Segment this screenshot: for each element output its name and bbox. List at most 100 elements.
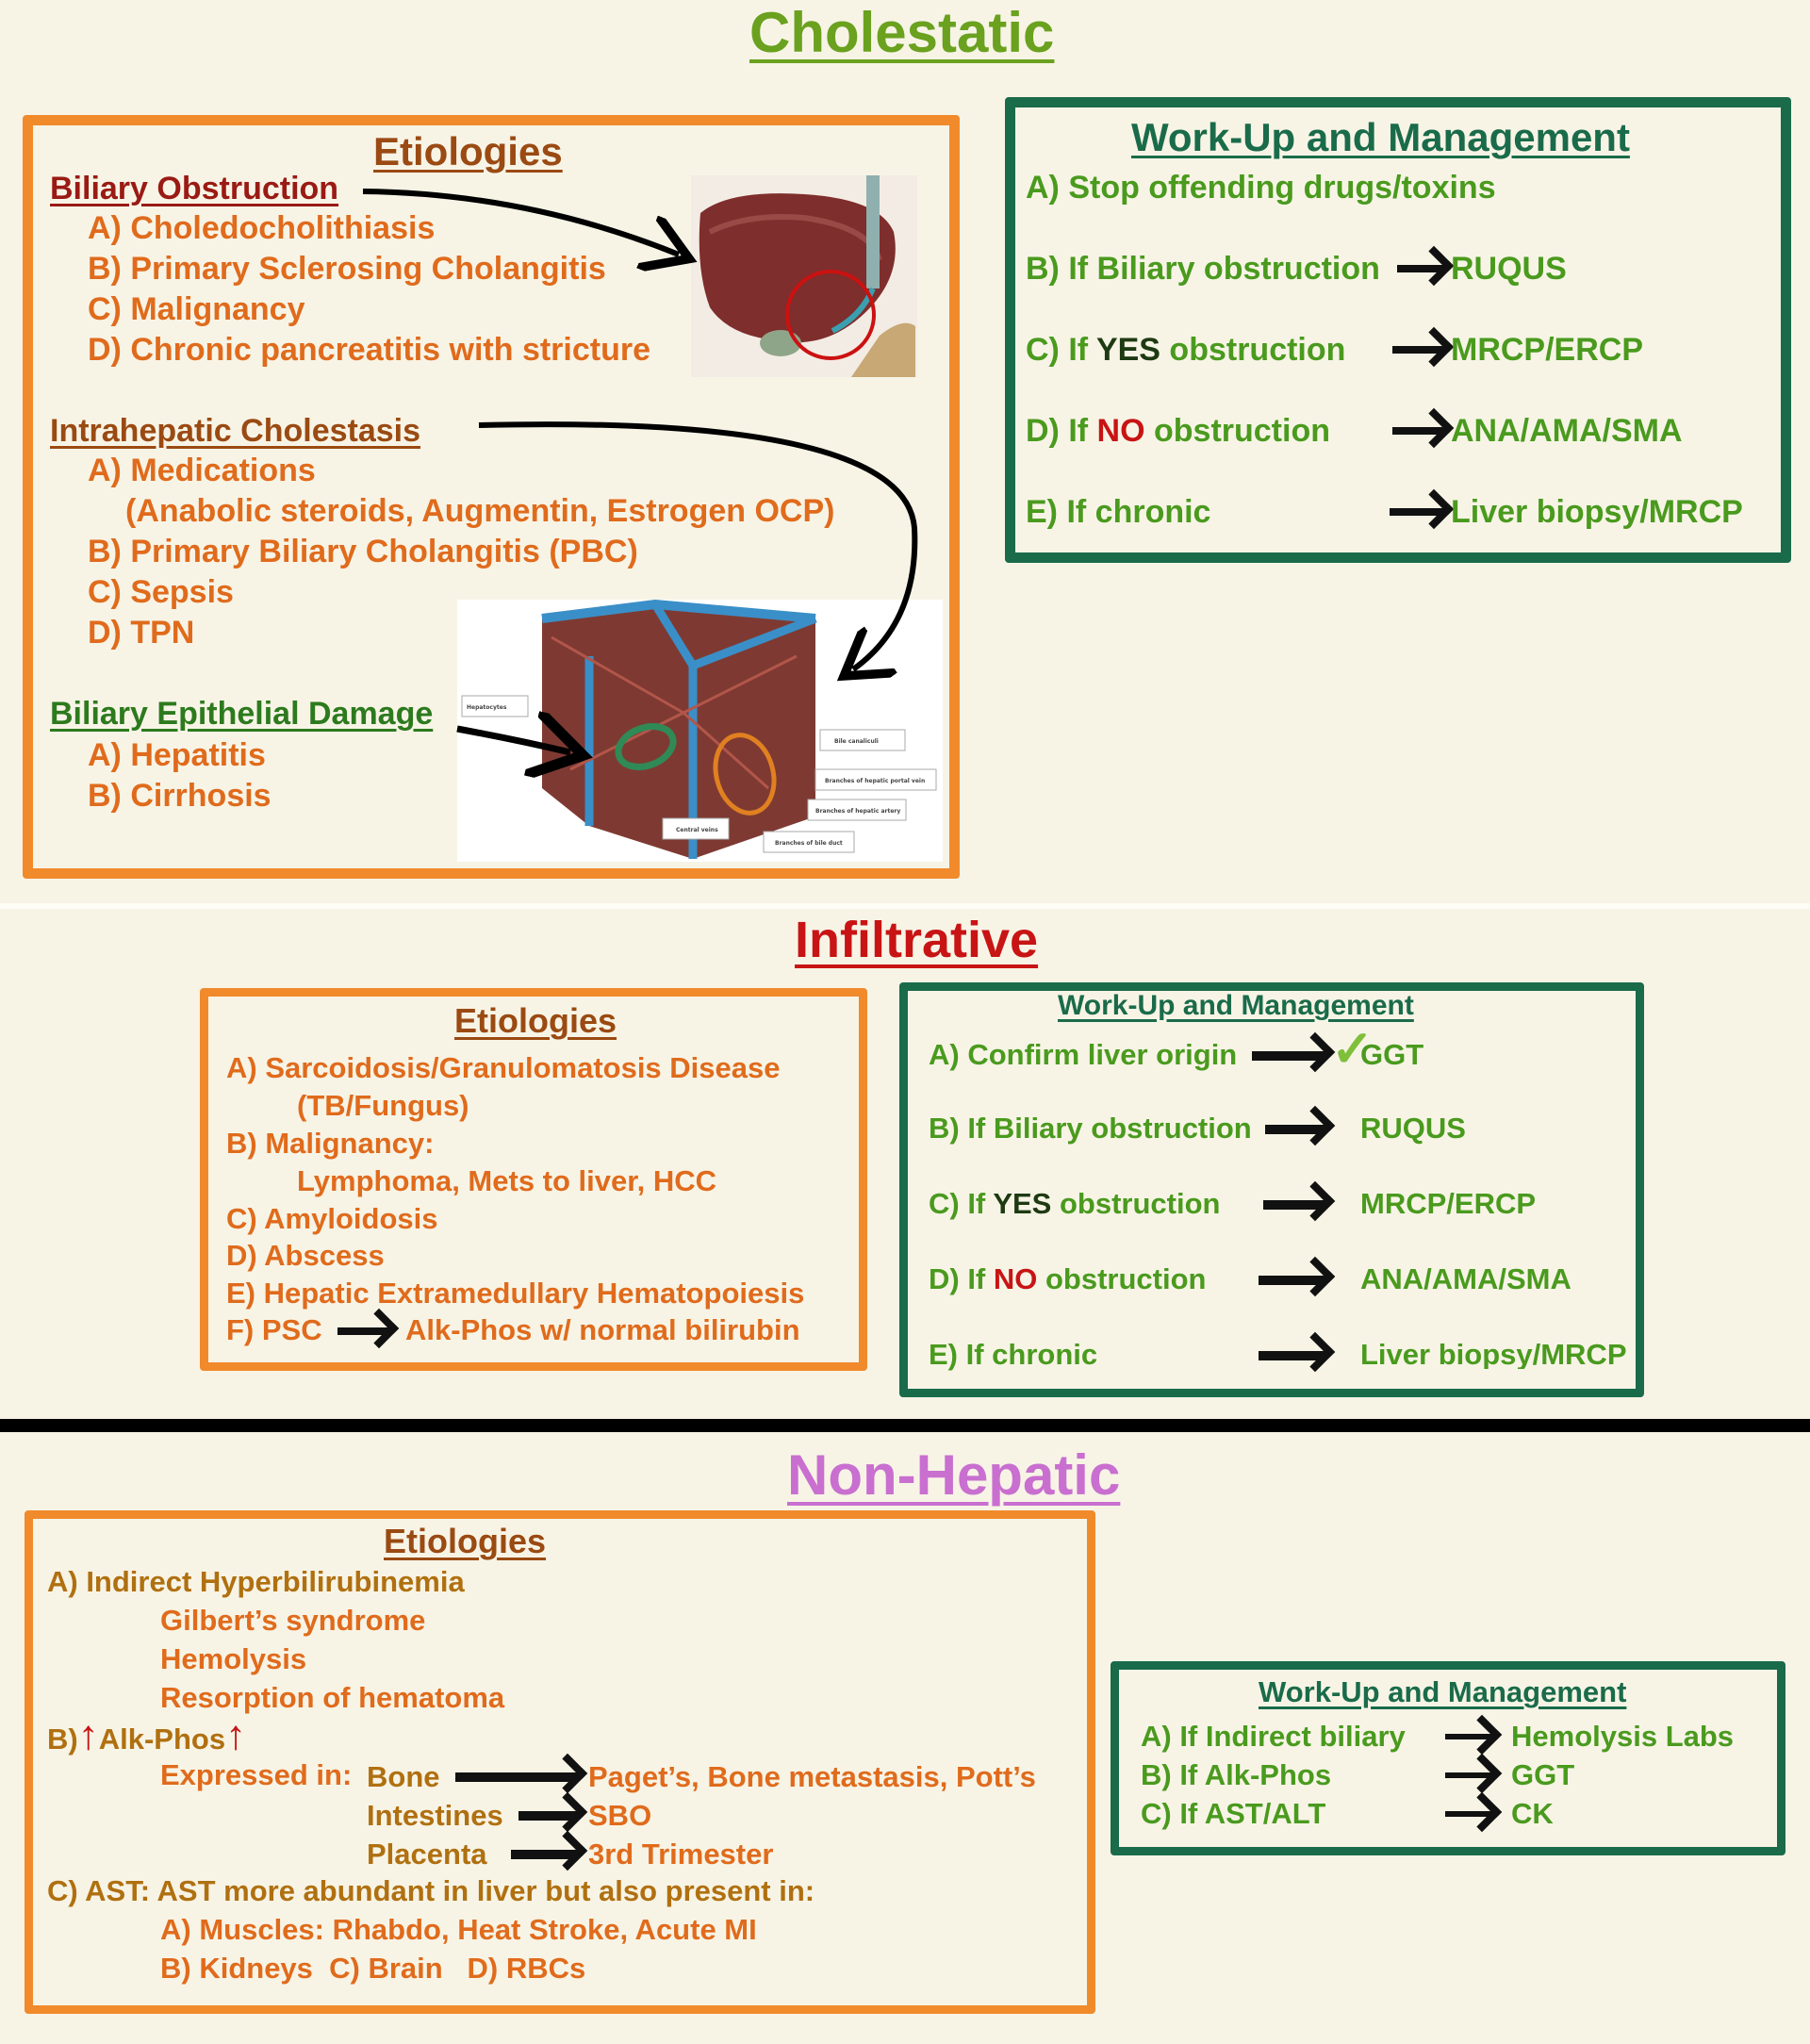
organ-intestines: Intestines [367, 1799, 503, 1832]
infiltrative-workup-a: A) Confirm liver origin [929, 1038, 1238, 1071]
infiltrative-workup-e-result: Liver biopsy/MRCP [1360, 1340, 1627, 1369]
cholestatic-workup-d-result: ANA/AMA/SMA [1451, 413, 1683, 449]
nonhepatic-title: Non-Hepatic [787, 1443, 1121, 1507]
arrow-right-icon [455, 1772, 578, 1782]
svg-text:Central veins: Central veins [676, 827, 718, 833]
section-divider [0, 1419, 1810, 1432]
c-prefix: C) If [929, 1187, 994, 1220]
nonhepatic-b: B)↑Alk-Phos↑ [47, 1715, 246, 1756]
d-key-no: NO [1096, 413, 1145, 449]
nonhepatic-etiologies-box [25, 1510, 1095, 2014]
c-suffix: obstruction [1160, 332, 1346, 368]
infiltrative-item: F) PSC [226, 1313, 322, 1346]
arrow-right-icon [1445, 1772, 1492, 1778]
arrow-right-icon [1445, 1811, 1492, 1817]
lobule-label-bile-duct: Branches of bile duct [763, 831, 855, 853]
svg-text:Branches of hepatic portal vei: Branches of hepatic portal vein [825, 778, 925, 784]
nonhepatic-c-item: B) Kidneys C) Brain D) RBCs [160, 1952, 586, 1985]
infiltrative-item: (TB/Fungus) [297, 1089, 469, 1122]
nonhepatic-workup-row-result: GGT [1511, 1758, 1575, 1791]
infiltrative-workup-d-result: ANA/AMA/SMA [1360, 1262, 1571, 1295]
infiltrative-psc-result: Alk-Phos w/ normal bilirubin [405, 1313, 800, 1346]
nonhepatic-workup-row-label: B) If Alk-Phos [1141, 1758, 1332, 1791]
infiltrative-workup-b: B) If Biliary obstruction [929, 1112, 1252, 1145]
liver-illustration [691, 175, 917, 377]
cholestatic-workup-b-result: RUQUS [1451, 251, 1567, 287]
arrow-right-icon [1445, 1734, 1492, 1739]
lobule-label-hepatocytes: Hepatocytes [461, 695, 529, 717]
infiltrative-item: A) Sarcoidosis/Granulomatosis Disease [226, 1051, 781, 1084]
arrow-right-icon [337, 1327, 389, 1335]
cholestatic-workup-heading: Work-Up and Management [1131, 115, 1630, 159]
nonhepatic-a-item: Gilbert’s syndrome [160, 1604, 426, 1637]
cholestatic-etiologies-box [23, 115, 960, 879]
infiltrative-title: Infiltrative [795, 912, 1039, 968]
nonhepatic-a-item: Hemolysis [160, 1642, 307, 1675]
c-key-yes: YES [1095, 332, 1160, 368]
intrahepatic-item: A) Medications [88, 453, 316, 488]
nonhepatic-a: A) Indirect Hyperbilirubinemia [47, 1565, 465, 1598]
infiltrative-workup-c-result: MRCP/ERCP [1360, 1187, 1537, 1220]
infiltrative-workup-heading: Work-Up and Management [1058, 990, 1414, 1021]
arrow-right-icon [511, 1850, 578, 1859]
arrow-right-icon [1263, 1200, 1325, 1210]
cholestatic-title: Cholestatic [749, 1, 1055, 64]
lobule-label-bile-canaliculi: Bile canaliculi [819, 729, 906, 751]
cholestatic-arrows [362, 189, 918, 943]
epithelial-item: B) Cirrhosis [88, 778, 272, 814]
cholestatic-etiologies-heading: Etiologies [373, 129, 563, 173]
up-arrow-icon: ↑ [77, 1712, 99, 1758]
svg-text:Bile canaliculi: Bile canaliculi [834, 738, 879, 745]
arrow-right-icon [1252, 1051, 1325, 1061]
check-icon: ✓ [1331, 1021, 1374, 1078]
expressed-in-label: Expressed in: [160, 1758, 353, 1791]
section-separator [0, 903, 1810, 909]
svg-text:Branches of bile duct: Branches of bile duct [775, 840, 843, 847]
c-suffix: obstruction [1051, 1187, 1221, 1220]
cholestatic-workup-e: E) If chronic [1026, 494, 1211, 530]
infiltrative-workup-e: E) If chronic [929, 1338, 1098, 1371]
nonhepatic-c-item: A) Muscles: Rhabdo, Heat Stroke, Acute M… [160, 1913, 757, 1946]
infiltrative-item: B) Malignancy: [226, 1127, 435, 1160]
infiltrative-item: C) Amyloidosis [226, 1202, 438, 1235]
nonhepatic-workup-row-result: Hemolysis Labs [1511, 1720, 1735, 1753]
nonhepatic-workup-row-label: C) If AST/ALT [1141, 1797, 1326, 1830]
organ-intestines-result: SBO [588, 1799, 652, 1832]
b-label: Alk-Phos [98, 1723, 226, 1756]
arrow-right-icon [518, 1811, 578, 1821]
organ-placenta-result: 3rd Trimester [588, 1838, 774, 1871]
cholestatic-workup-e-result: Liver biopsy/MRCP [1451, 494, 1743, 530]
c-prefix: C) If [1026, 332, 1096, 368]
infiltrative-item: E) Hepatic Extramedullary Hematopoiesis [226, 1277, 805, 1310]
infiltrative-workup-a-result: GGT [1360, 1038, 1424, 1071]
cholestatic-workup-a: A) Stop offending drugs/toxins [1026, 170, 1496, 206]
nonhepatic-a-item: Resorption of hematoma [160, 1681, 505, 1714]
arrow-right-icon [1392, 427, 1444, 435]
lobule-label-central-veins: Central veins [662, 817, 730, 840]
infiltrative-workup-b-result: RUQUS [1360, 1112, 1466, 1145]
infiltrative-item: D) Abscess [226, 1239, 385, 1272]
cholestatic-workup-b: B) If Biliary obstruction [1026, 251, 1380, 287]
cholestatic-workup-c-result: MRCP/ERCP [1451, 332, 1644, 368]
d-suffix: obstruction [1144, 413, 1330, 449]
nonhepatic-workup-heading: Work-Up and Management [1259, 1675, 1627, 1708]
nonhepatic-etiologies-heading: Etiologies [384, 1522, 547, 1560]
infiltrative-item: Lymphoma, Mets to liver, HCC [297, 1164, 716, 1197]
infiltrative-etiologies-box [200, 988, 867, 1371]
nonhepatic-workup-row-result: CK [1511, 1797, 1554, 1830]
infiltrative-workup-d: D) If NO obstruction [929, 1264, 1206, 1294]
intrahepatic-item: C) Sepsis [88, 574, 234, 610]
arrow-right-icon [1392, 346, 1444, 354]
intrahepatic-item: (Anabolic steroids, Augmentin, Estrogen … [125, 493, 835, 529]
biliary-obstruction-item: A) Choledocholithiasis [88, 210, 436, 246]
biliary-obstruction-item: B) Primary Sclerosing Cholangitis [88, 251, 606, 287]
organ-bone: Bone [367, 1760, 440, 1793]
cholestatic-workup-d: D) If NO obstruction [1026, 415, 1330, 447]
cholestatic-workup-c: C) If YES obstruction [1026, 334, 1345, 366]
d-prefix: D) If [929, 1262, 994, 1295]
epithelial-item: A) Hepatitis [88, 737, 266, 773]
d-key-no: NO [993, 1262, 1038, 1295]
arrow-right-icon [1265, 1125, 1325, 1134]
organ-bone-result: Paget’s, Bone metastasis, Pott’s [588, 1760, 1036, 1793]
infiltrative-workup-c: C) If YES obstruction [929, 1189, 1220, 1218]
